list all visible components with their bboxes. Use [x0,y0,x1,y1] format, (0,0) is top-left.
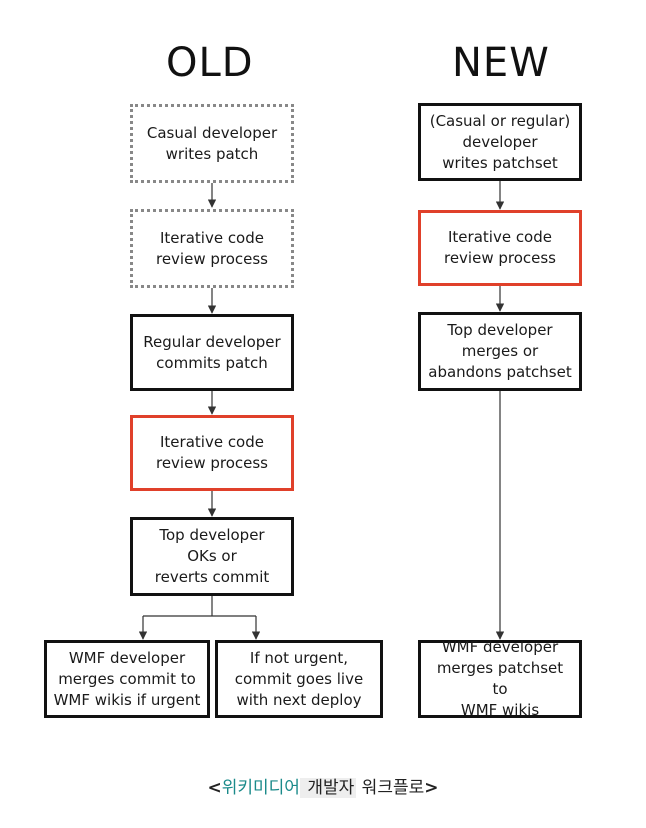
old-top-oks-label: Top developer OKs or reverts commit [154,526,270,586]
figure-caption: <위키미디어 개발자 워크플로> [0,773,646,798]
new-column-title: NEW [452,40,550,86]
new-writes-patchset-label: (Casual or regular) developer writes pat… [429,111,571,172]
new-wmf-merges-label: WMF developer merges patchset to WMF wik… [436,638,564,719]
old-column-title: OLD [166,40,254,86]
old-regular-commits-box: Regular developer commits patch [130,314,294,391]
old-casual-writes-label: Casual developer writes patch [146,123,278,163]
old-review-label-1: Iterative code review process [155,228,269,268]
old-wmf-merges-box: WMF developer merges commit to WMF wikis… [44,640,210,718]
caption-open-bracket: < [207,778,222,798]
new-top-merges-box: Top developer merges or abandons patchse… [418,312,582,391]
caption-close-bracket: > [424,778,439,798]
old-review-box-2: Iterative code review process [130,415,294,491]
new-wmf-merges-box: WMF developer merges patchset to WMF wik… [418,638,582,719]
caption-workflow: 워크플로 [356,778,425,798]
new-review-box: Iterative code review process [418,210,582,286]
old-casual-writes-box: Casual developer writes patch [130,104,294,183]
old-review-box-1: Iterative code review process [130,209,294,288]
old-top-oks-box: Top developer OKs or reverts commit [130,517,294,596]
caption-developer: 개발자 [301,778,355,798]
old-wmf-merges-label: WMF developer merges commit to WMF wikis… [53,648,201,709]
old-not-urgent-box: If not urgent, commit goes live with nex… [215,640,383,718]
old-not-urgent-label: If not urgent, commit goes live with nex… [234,648,364,709]
new-writes-patchset-box: (Casual or regular) developer writes pat… [418,103,582,181]
caption-link-wikimedia[interactable]: 위키미디어 [221,778,300,798]
old-regular-commits-label: Regular developer commits patch [143,332,281,372]
new-review-label: Iterative code review process [443,228,557,267]
old-review-label-2: Iterative code review process [155,433,269,472]
new-top-merges-label: Top developer merges or abandons patchse… [428,321,572,381]
